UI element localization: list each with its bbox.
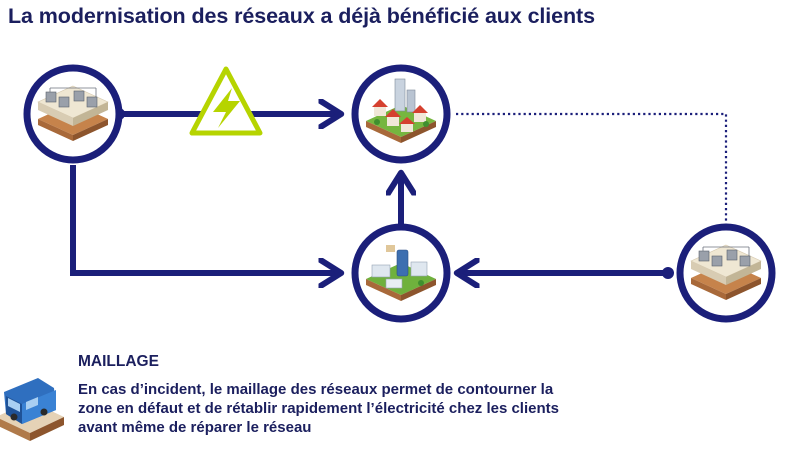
description-line: avant même de réparer le réseau <box>78 419 312 436</box>
substation-node-main <box>23 64 123 164</box>
description-line: En cas d’incident, le maillage des résea… <box>78 381 554 398</box>
junction-dot-right <box>662 267 674 279</box>
substation-icon <box>37 85 109 141</box>
substation-icon <box>690 244 762 300</box>
city-buildings-icon <box>366 245 436 301</box>
lightning-fault-icon <box>189 66 263 136</box>
section-description: En cas d’incident, le maillage des résea… <box>78 380 778 437</box>
city-node <box>351 223 451 323</box>
backup-dotted-link <box>456 112 728 225</box>
line-substation-to-city <box>70 165 340 273</box>
description-line: zone en défaut et de rétablir rapidement… <box>78 400 559 417</box>
town-houses-icon <box>366 78 436 143</box>
page-title: La modernisation des réseaux a déjà béné… <box>8 4 595 28</box>
utility-van-icon <box>0 378 64 441</box>
substation-node-backup <box>676 223 776 323</box>
section-heading: MAILLAGE <box>78 353 159 370</box>
town-node <box>351 64 451 164</box>
